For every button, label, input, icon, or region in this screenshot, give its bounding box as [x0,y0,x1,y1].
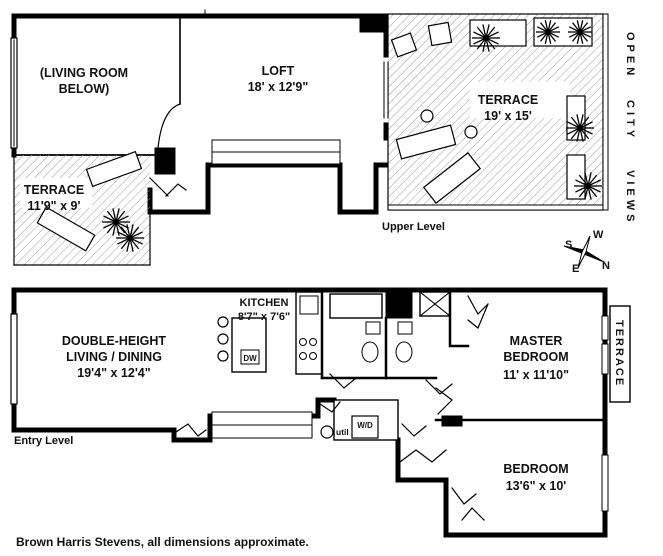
window [601,343,609,375]
door-swing [329,373,357,389]
washer-dryer-label: W/D [357,421,373,430]
loft-dims: 18' x 12'9" [248,80,309,94]
living-room-below-label-1: (LIVING ROOM [40,66,128,80]
column [441,415,463,427]
terrace-main-label: TERRACE [478,93,538,107]
door-swing [425,379,453,395]
lounge-chair [422,152,482,204]
open-city-views-note: OPEN CITY VIEWS [624,32,636,225]
plant-icon [536,20,560,44]
upper-level-label: Upper Level [382,221,445,233]
compass-w: W [593,229,604,241]
terrace-small-area [13,150,151,266]
upper-level-loft-south-wall [147,162,389,215]
entry-level-south-wall [11,397,337,443]
bedroom-wall [395,417,608,538]
living-room-below-label-2: BELOW) [59,82,110,96]
side-terrace [609,305,631,403]
kitchen-dims: 8'7" x 7'6" [238,311,290,323]
bar-stool [217,316,229,328]
sink [397,321,413,335]
note-word-open: OPEN [624,32,636,79]
bedroom-label: BEDROOM [503,462,568,476]
window [601,454,609,512]
dishwasher-label: DW [243,354,257,363]
living-dining-label-2: LIVING / DINING [66,350,162,364]
bathtub [329,293,383,319]
stool [464,125,478,139]
bedroom-dims: 13'6" x 10' [506,479,567,493]
washer-dryer [351,415,379,439]
terrace-main-dims: 19' x 15' [484,109,532,123]
staircase-upper [211,139,341,165]
master-bedroom-label-2: BEDROOM [503,350,568,364]
terrace-small-dims: 11'9" x 9' [28,199,81,213]
kitchen-area [217,288,324,380]
door-swing [149,177,187,197]
compass-rose: S W N E [563,229,610,275]
utility-closet [320,425,334,439]
note-word-city: CITY [624,100,636,141]
utility-label: util [336,427,349,437]
sink [365,321,381,335]
side-terrace-label: TERRACE [613,320,625,387]
plant-icon [102,208,130,236]
master-bedroom-dims: 11' x 11'10" [503,368,569,382]
door-swing [401,423,427,437]
master-bedroom-label-1: MASTER [510,334,563,348]
master-bedroom-wall [448,288,470,348]
compass-e: E [572,263,579,275]
chair [566,154,586,200]
bathroom-2 [384,291,453,395]
living-dining-dims: 19'4" x 12'4" [77,366,150,380]
bar-stool [217,350,229,362]
stool [420,109,434,123]
terrace-main-area [383,13,609,211]
compass-n: N [602,260,610,272]
door-arc [157,103,181,149]
entry-level-label: Entry Level [14,435,73,447]
window [601,315,609,341]
living-dining-label-1: DOUBLE-HEIGHT [62,334,167,348]
column [385,289,413,319]
door-swing [319,401,341,413]
plant-icon [472,24,500,52]
plant-icon [574,172,602,200]
footer-disclaimer: Brown Harris Stevens, all dimensions app… [16,535,309,549]
plant-icon [116,224,144,252]
bar-stool [217,333,229,345]
plant-icon [566,114,594,142]
lounge-chair [395,124,457,160]
compass-s: S [565,239,572,251]
plant-icon [568,20,592,44]
lounge-chair [36,206,96,252]
lounge-chair [85,150,143,188]
plants-upper [102,20,602,252]
column [154,147,176,175]
kitchen-label: KITCHEN [240,297,289,309]
toilet [395,341,413,363]
closet-door [399,449,447,463]
door-swing [435,387,453,415]
note-word-views: VIEWS [624,170,636,225]
upper-level [10,9,609,266]
entry-level [10,287,631,538]
column [359,15,387,33]
dishwasher [240,349,260,365]
closet-door [467,295,489,329]
chair [390,32,418,58]
chair [427,21,453,47]
terrace-small-label: TERRACE [24,183,84,197]
loft-label: LOFT [262,64,295,78]
window [10,313,18,405]
closet-door [451,487,485,521]
toilet [361,341,379,363]
laundry-area [319,399,427,441]
bathroom-1 [320,293,388,389]
entry-door [175,423,207,437]
staircase-entry [211,411,313,439]
